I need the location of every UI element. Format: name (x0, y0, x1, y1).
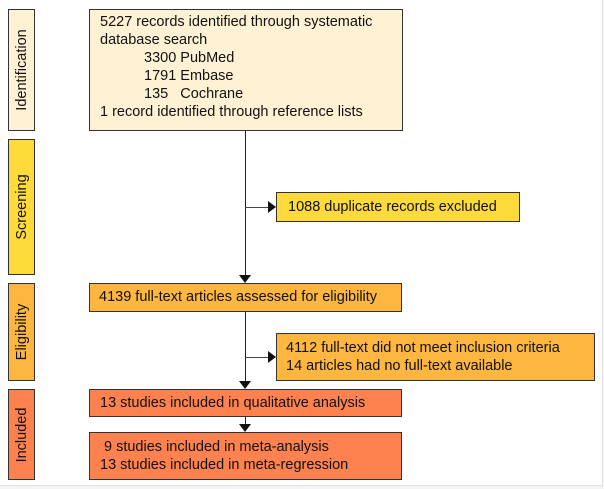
branch-line (245, 207, 269, 208)
source-cochrane: 135 Cochrane (144, 86, 244, 102)
arrow-down-icon (239, 424, 251, 432)
connector-line (245, 417, 246, 425)
branch-line (245, 357, 269, 358)
assessed-for-eligibility-text: 4139 full-text articles assessed for eli… (99, 289, 378, 305)
connector-line (245, 312, 246, 382)
records-identified-text: 5227 records identified through systemat… (100, 14, 373, 30)
stage-included-label: Included (13, 407, 30, 462)
identification-box: 5227 records identified through systemat… (89, 9, 403, 131)
reference-list-text: 1 record identified through reference li… (100, 104, 363, 120)
stage-identification-label: Identification (13, 29, 30, 111)
stage-screening-label: Screening (13, 174, 30, 240)
connector-line (245, 131, 246, 276)
meta-analysis-text: 9 studies included in meta-analysis (104, 439, 329, 455)
stage-eligibility-label: Eligibility (13, 303, 30, 361)
arrow-down-icon (239, 381, 251, 389)
database-search-text: database search (100, 32, 208, 48)
meta-regression-text: 13 studies included in meta-regression (100, 457, 349, 473)
inclusion-criteria-excluded-text: 4112 full-text did not meet inclusion cr… (286, 340, 560, 356)
no-full-text-text: 14 articles had no full-text available (286, 358, 513, 374)
stage-identification: Identification (8, 9, 35, 131)
source-pubmed: 3300 PubMed (144, 50, 235, 66)
duplicates-excluded-box: 1088 duplicate records excluded (276, 192, 520, 222)
stage-eligibility: Eligibility (8, 283, 35, 381)
arrow-right-icon (268, 351, 276, 363)
stage-screening: Screening (8, 139, 35, 275)
source-embase: 1791 Embase (144, 68, 234, 84)
meta-analysis-box: 9 studies included in meta-analysis 13 s… (89, 432, 402, 480)
stage-included: Included (8, 389, 35, 480)
eligibility-box: 4139 full-text articles assessed for eli… (89, 283, 402, 312)
qualitative-analysis-box: 13 studies included in qualitative analy… (89, 389, 402, 417)
arrow-right-icon (268, 201, 276, 213)
duplicates-excluded-text: 1088 duplicate records excluded (288, 199, 497, 215)
full-text-excluded-box: 4112 full-text did not meet inclusion cr… (276, 333, 595, 381)
qualitative-analysis-text: 13 studies included in qualitative analy… (100, 395, 366, 411)
arrow-down-icon (239, 275, 251, 283)
